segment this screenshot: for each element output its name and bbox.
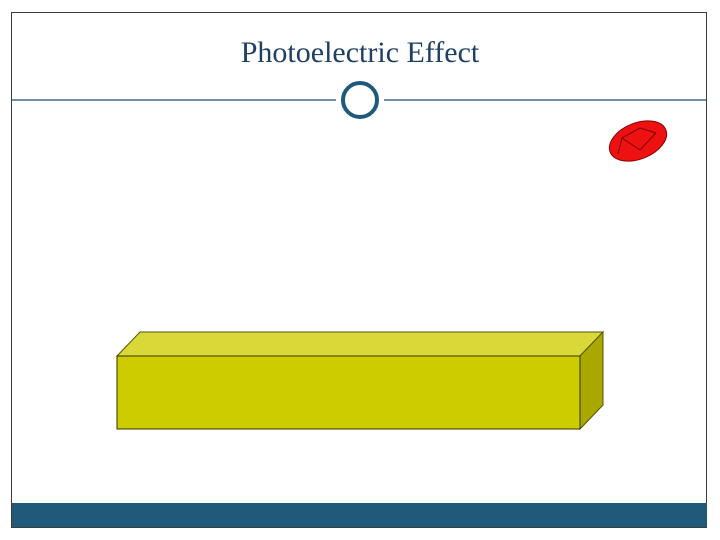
photon-icon bbox=[608, 120, 668, 162]
footer-bar bbox=[12, 503, 707, 527]
circle-ornament-icon bbox=[341, 81, 379, 119]
metal-plate bbox=[115, 330, 605, 431]
metal-plate-top bbox=[115, 331, 605, 357]
metal-plate-front bbox=[116, 355, 581, 430]
slide-title: Photoelectric Effect bbox=[240, 36, 480, 69]
